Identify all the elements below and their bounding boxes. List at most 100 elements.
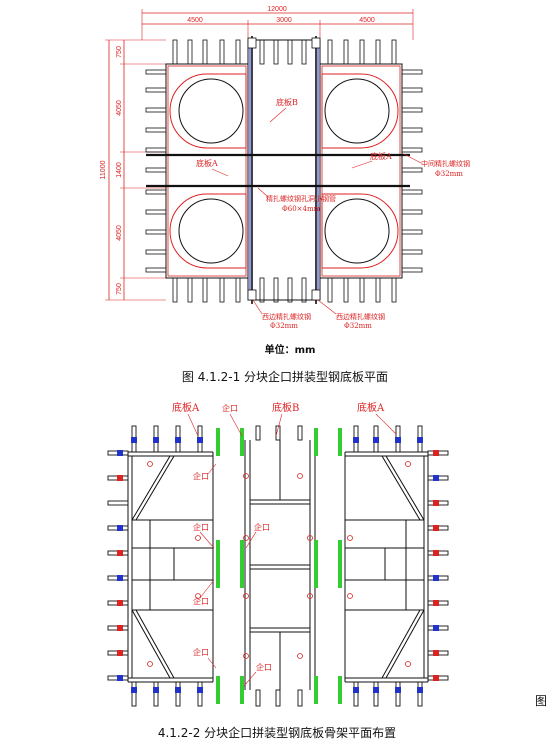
post-top — [273, 39, 279, 65]
connection-point — [243, 593, 249, 599]
connection-point — [243, 653, 249, 659]
label-qikou-3: 企口 — [193, 522, 209, 532]
qikou-joint-strip — [314, 428, 318, 456]
post-bottom — [301, 277, 307, 303]
post-left — [145, 229, 167, 235]
post-left — [145, 127, 167, 133]
bolt-marker — [153, 687, 159, 693]
label-left-rod: 西边精扎螺纹钢 — [262, 312, 311, 321]
connection-point — [347, 593, 353, 599]
post-bottom — [175, 681, 181, 707]
bolt-marker — [395, 687, 401, 693]
post-bottom — [172, 277, 178, 303]
post-bottom — [343, 277, 349, 303]
frame-member — [381, 455, 421, 521]
qikou-joint-strip — [216, 540, 220, 588]
post-right — [401, 229, 423, 235]
post-left — [145, 267, 167, 273]
bolt-marker — [373, 687, 379, 693]
bolt-marker — [417, 687, 423, 693]
bolt-marker — [117, 525, 123, 531]
frame-member — [131, 455, 171, 521]
label-plate-a-right: 底板A — [370, 151, 392, 161]
post-bottom — [327, 277, 333, 303]
label-qikou-4: 企口 — [254, 522, 270, 532]
post-top — [187, 39, 193, 65]
post-left — [145, 209, 167, 215]
frame-member — [385, 609, 425, 679]
post-bottom — [297, 689, 303, 707]
post-top — [391, 39, 397, 65]
label-qikou-7: 企口 — [256, 662, 272, 672]
connection-point — [195, 535, 201, 541]
bolt-marker — [175, 437, 181, 443]
bolt-marker — [433, 600, 439, 606]
post-top — [359, 39, 365, 65]
bolt-marker — [433, 675, 439, 681]
post-top — [287, 39, 293, 65]
figure-2: 底板A 底板B 底板A 企口 企口 企口 企口 企口 企口 企口 4.1.2-2… — [107, 401, 547, 740]
post-left — [145, 249, 167, 255]
post-bottom — [395, 681, 401, 707]
pile-hole-top-left — [178, 78, 244, 144]
bolt-marker — [433, 525, 439, 531]
post-bottom — [359, 277, 365, 303]
post-bottom — [275, 689, 281, 707]
post-right — [401, 69, 423, 75]
label-middle-rod-spec: Φ32mm — [435, 170, 463, 178]
post-bottom — [391, 277, 397, 303]
post-bottom — [202, 277, 208, 303]
post-right — [401, 167, 423, 173]
plate-a-right-outline — [319, 63, 403, 279]
pile-hole-bottom-left — [178, 198, 244, 264]
post-top — [375, 39, 381, 65]
post-bottom — [235, 277, 241, 303]
post-bottom — [187, 277, 193, 303]
bolt-marker — [353, 687, 359, 693]
bolt-marker — [175, 687, 181, 693]
post-bottom — [259, 277, 265, 303]
right-posts — [401, 69, 423, 273]
dim-middle-width: 3000 — [276, 17, 292, 24]
post-right — [401, 249, 423, 255]
post-right — [401, 147, 423, 153]
figure2-caption: 4.1.2-2 分块企口拼装型钢底板骨架平面布置 — [158, 725, 396, 740]
label-middle-rod: 中间精扎螺纹钢 — [421, 159, 470, 168]
label-qikou-6: 企口 — [193, 647, 209, 657]
dim-total-height: 11000 — [100, 160, 107, 179]
post-top — [327, 39, 333, 65]
connection-point — [297, 473, 303, 479]
post-bottom — [375, 277, 381, 303]
post-right — [401, 209, 423, 215]
label-plate-a-left: 底板A — [196, 158, 218, 168]
post-right — [401, 107, 423, 113]
label-hole-note: 精扎螺纹钢孔洞小钢管 — [266, 194, 336, 203]
post-top — [202, 39, 208, 65]
qikou-joint-strip — [240, 676, 244, 704]
label-plate-b: 底板B — [276, 97, 298, 107]
dim-left-width: 4500 — [187, 17, 203, 24]
post-bottom — [373, 681, 379, 707]
bottom-posts — [172, 277, 397, 303]
bolt-marker — [131, 437, 137, 443]
connection-point — [195, 593, 201, 599]
qikou-joint-strip — [240, 540, 244, 588]
bolt-marker — [433, 500, 439, 506]
connection-point — [147, 661, 153, 667]
post-top — [255, 425, 261, 441]
frame-member — [385, 455, 425, 521]
label-qikou-1: 企口 — [222, 403, 238, 413]
connection-point — [307, 535, 313, 541]
qikou-joint-strip — [338, 676, 342, 704]
frame-member — [135, 609, 175, 679]
post-bottom — [287, 277, 293, 303]
connection-point — [147, 461, 153, 467]
bolt-marker — [353, 437, 359, 443]
post-top — [235, 39, 241, 65]
bolt-marker — [117, 625, 123, 631]
dim-right-width: 4500 — [359, 17, 375, 24]
post-left — [145, 167, 167, 173]
bolt-marker — [433, 650, 439, 656]
figure-1: 12000 4500 3000 4500 11000 750 4050 1400… — [100, 6, 470, 384]
